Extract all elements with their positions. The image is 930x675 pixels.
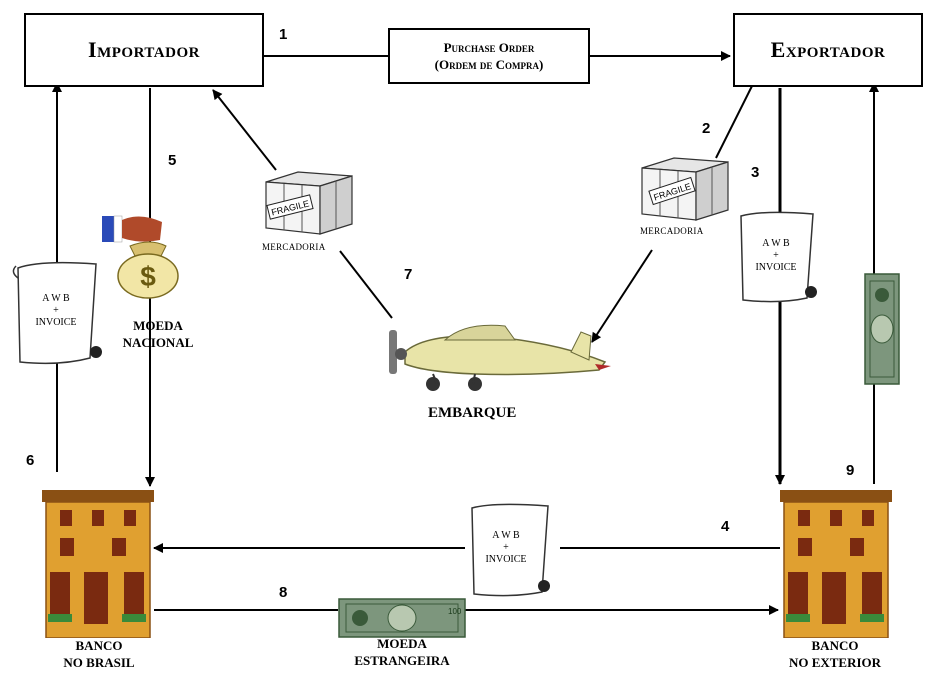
awb-text: A W B: [42, 293, 70, 304]
step-5: 5: [168, 152, 177, 169]
moeda-nacional-line1: MOEDA: [133, 318, 183, 333]
plus-text: +: [503, 542, 509, 553]
step-1: 1: [279, 26, 288, 43]
awb-invoice-right: A W B + INVOICE: [744, 238, 808, 274]
flow-arrow-goods-in: [212, 89, 277, 171]
importador-box: Importador: [24, 13, 264, 87]
step-4: 4: [721, 518, 730, 535]
flow-line-2: [715, 85, 753, 159]
step-6: 6: [26, 452, 35, 469]
document-scroll-icon-left: [12, 261, 102, 365]
svg-text:$: $: [140, 261, 156, 292]
exportador-box: Exportador: [733, 13, 923, 87]
dollar-bill-icon: 100: [338, 598, 466, 638]
invoice-text: INVOICE: [485, 554, 527, 565]
bank-building-icon-exterior: [780, 490, 892, 638]
invoice-text: INVOICE: [35, 317, 77, 328]
step-8: 8: [279, 584, 288, 601]
invoice-text: INVOICE: [755, 262, 797, 273]
embarque-label: EMBARQUE: [428, 405, 517, 421]
dollar-bill-icon-vertical: [864, 273, 900, 385]
crate-icon-left: FRAGILE: [265, 171, 353, 235]
crate-icon-right: FRAGILE: [641, 157, 729, 221]
plus-text: +: [773, 250, 779, 261]
step-2: 2: [702, 120, 711, 137]
moeda-estrangeira-line1: MOEDA: [377, 636, 427, 651]
awb-invoice-left: A W B + INVOICE: [24, 293, 88, 329]
plus-text: +: [53, 305, 59, 316]
moeda-estrangeira-line2: ESTRANGEIRA: [354, 653, 450, 668]
banco-brasil-line1: BANCO: [75, 638, 123, 653]
airplane-icon: [389, 324, 611, 391]
money-bag-icon: $: [102, 215, 179, 299]
mercadoria-label-left: MERCADORIA: [262, 242, 326, 252]
mercadoria-label-right: MERCADORIA: [640, 226, 704, 236]
purchase-order-line2: (Ordem de Compra): [434, 57, 544, 72]
awb-text: A W B: [492, 530, 520, 541]
step-7: 7: [404, 266, 413, 283]
flow-arrow-7b: [591, 249, 653, 343]
step-3: 3: [751, 164, 760, 181]
document-scroll-icon-right: [740, 211, 817, 303]
awb-text: A W B: [762, 238, 790, 249]
banco-exterior-line1: BANCO: [811, 638, 859, 653]
exportador-label: Exportador: [770, 37, 886, 62]
step-9: 9: [846, 462, 855, 479]
banco-brasil-line2: NO BRASIL: [63, 655, 135, 670]
svg-text:100: 100: [448, 607, 462, 616]
purchase-order-box: Purchase Order (Ordem de Compra): [388, 28, 590, 84]
flow-line-7a: [339, 250, 393, 319]
bank-building-icon-brasil: [42, 490, 154, 638]
purchase-order-line1: Purchase Order: [443, 40, 535, 55]
moeda-nacional-line2: NACIONAL: [122, 335, 194, 350]
document-scroll-icon-bottom: [471, 503, 550, 597]
awb-invoice-bottom: A W B + INVOICE: [474, 530, 538, 566]
banco-exterior-line2: NO EXTERIOR: [788, 655, 882, 670]
importador-label: Importador: [88, 37, 200, 62]
